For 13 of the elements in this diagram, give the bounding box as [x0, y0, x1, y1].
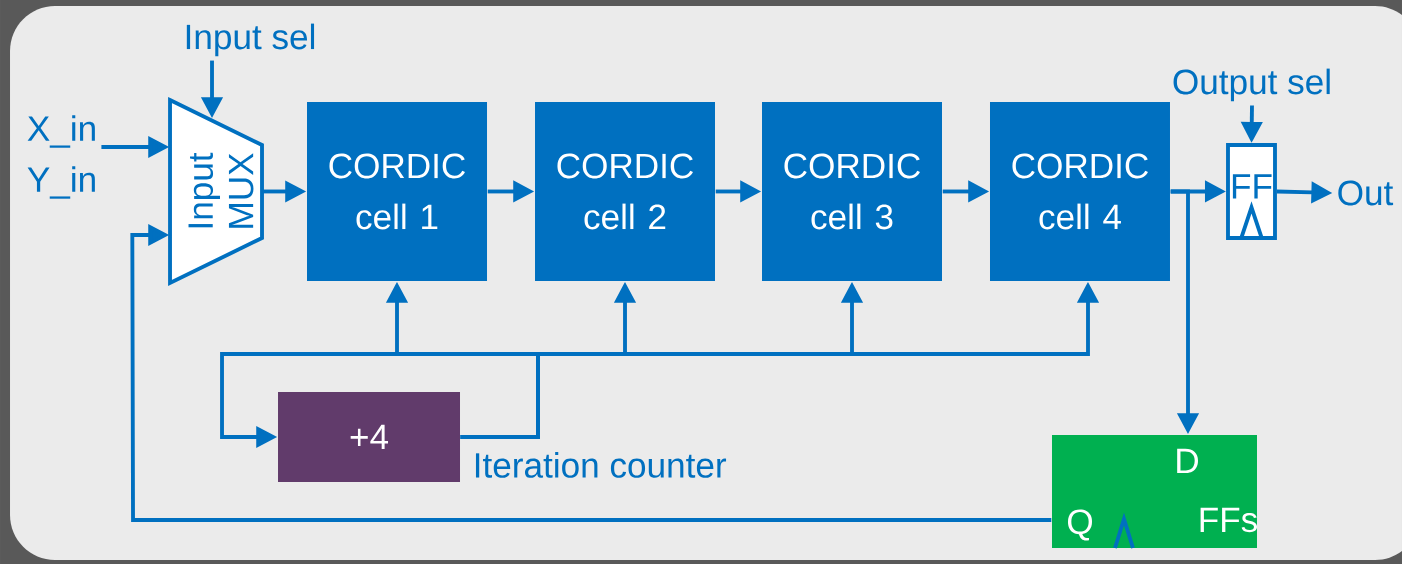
signal-label: Out: [1338, 180, 1394, 206]
arrow: [130, 223, 1052, 522]
counter-box: +4: [278, 392, 460, 482]
register-box: D Q FFs: [1052, 435, 1257, 549]
cordic-cell-box: CORDIC cell 4: [990, 102, 1170, 281]
flip-flop-box: FF: [1226, 143, 1277, 240]
caption-label: Iteration counter: [475, 452, 727, 478]
cordic-cell-box: CORDIC cell 1: [307, 102, 487, 281]
signal-label: Output sel: [1173, 68, 1330, 102]
input-label: X_in Y_in: [27, 115, 95, 199]
signal-label: Input sel: [186, 23, 315, 57]
cordic-cell-box: CORDIC cell 2: [535, 102, 715, 281]
cordic-cell-box: CORDIC cell 3: [762, 102, 942, 281]
